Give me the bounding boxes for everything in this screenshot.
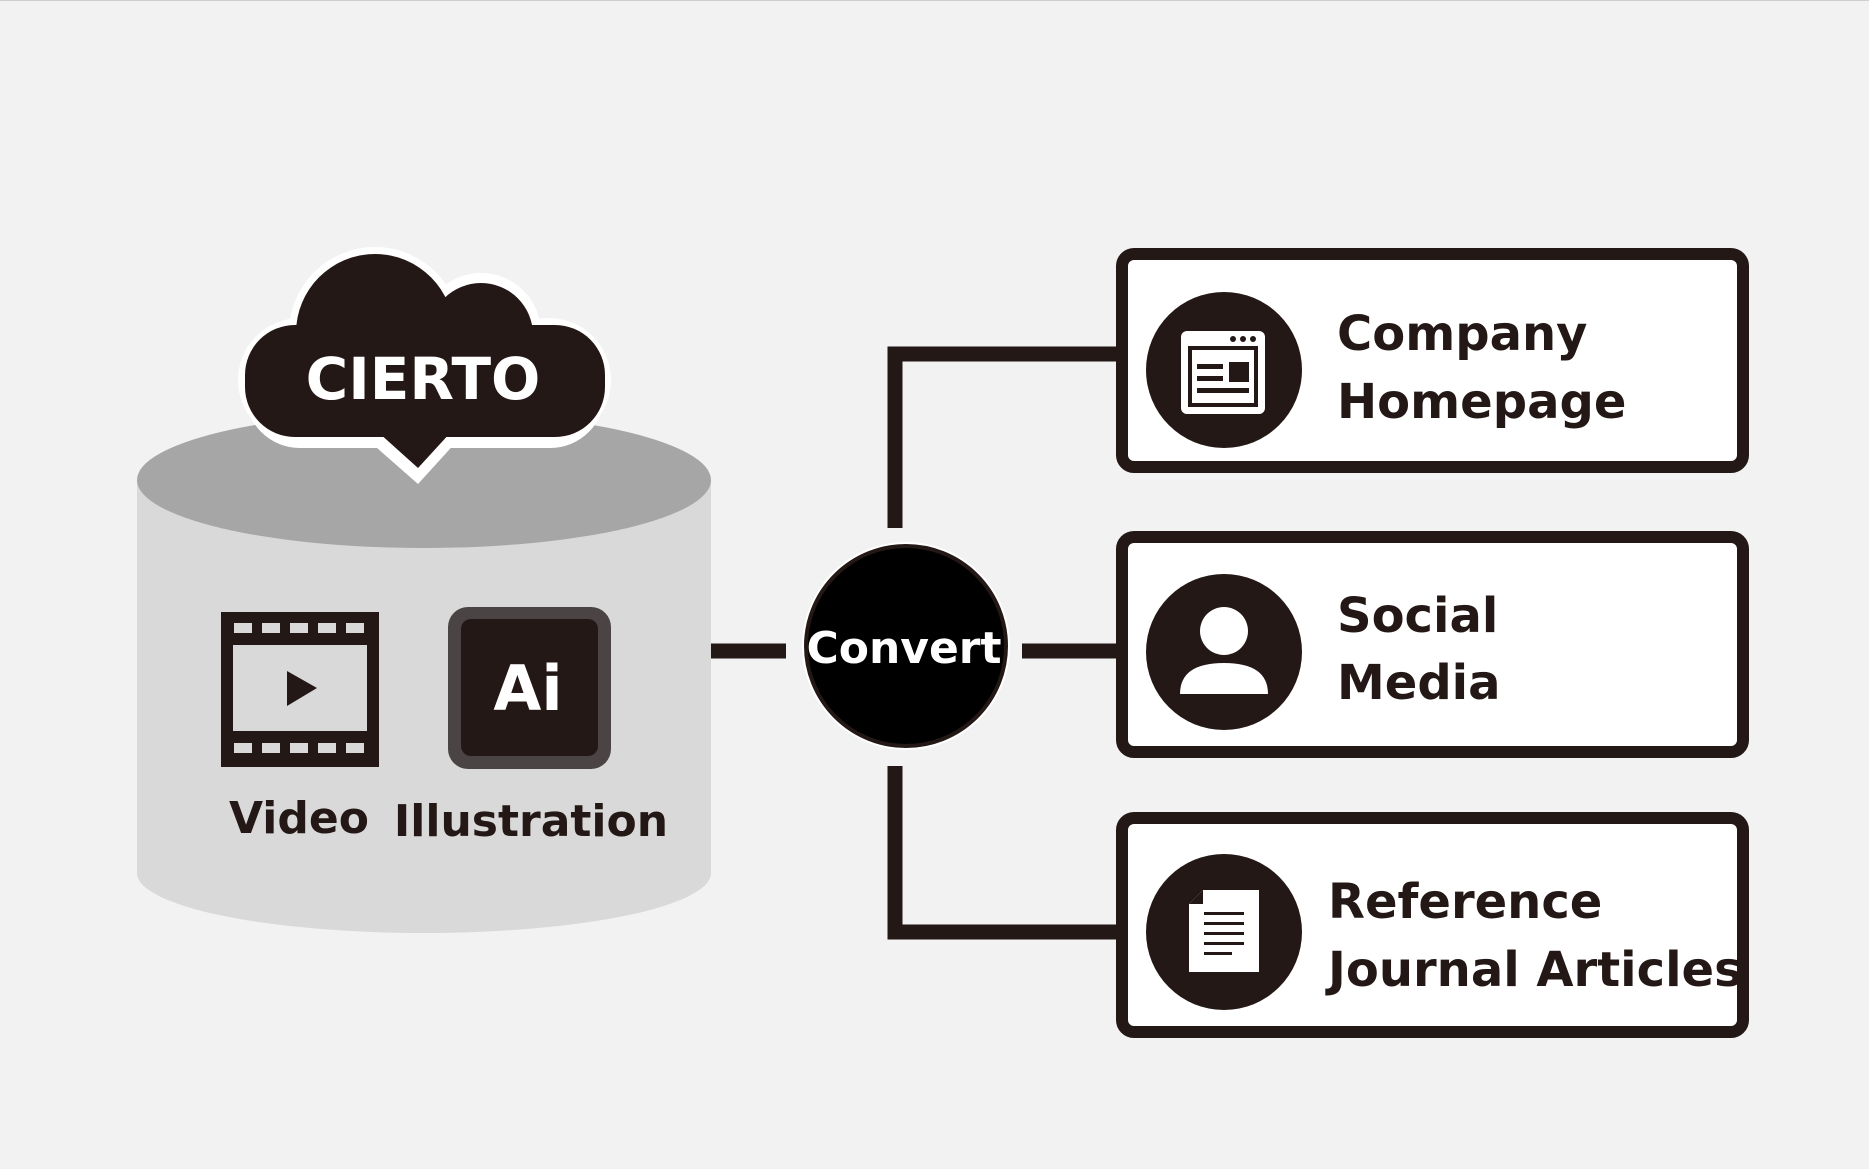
connectors [711,346,1120,940]
cloud-label: CIERTO [306,345,541,413]
video-label: Video [229,793,369,844]
cylinder-top [137,412,711,548]
connector-convert-journal [887,766,1120,940]
illustrator-ai-icon: Ai [448,607,611,769]
document-icon [1189,890,1259,972]
output-reference-journal: Reference Journal Articles [1116,812,1749,1038]
top-border [0,0,1869,1]
play-icon [287,671,317,706]
output-label-line2: Journal Articles [1325,942,1743,998]
output-label-line2: Homepage [1337,374,1626,430]
convert-label: Convert [806,623,1001,674]
output-label-line2: Media [1337,655,1501,711]
cierto-database [137,412,711,933]
output-label-line1: Social [1337,588,1498,644]
output-label-line1: Company [1337,306,1587,362]
browser-window-icon [1181,331,1265,414]
output-label-line1: Reference [1328,874,1602,930]
connector-convert-homepage [887,346,1120,528]
cylinder-body [137,480,711,933]
illustration-label: Illustration [394,796,668,847]
output-company-homepage: Company Homepage [1116,248,1749,473]
video-film-icon [221,612,379,767]
cierto-cloud: CIERTO [238,247,611,484]
output-social-media: Social Media [1116,531,1749,758]
user-profile-icon [1180,607,1268,694]
convert-node: Convert [788,530,1020,762]
ai-icon-text: Ai [493,652,562,725]
